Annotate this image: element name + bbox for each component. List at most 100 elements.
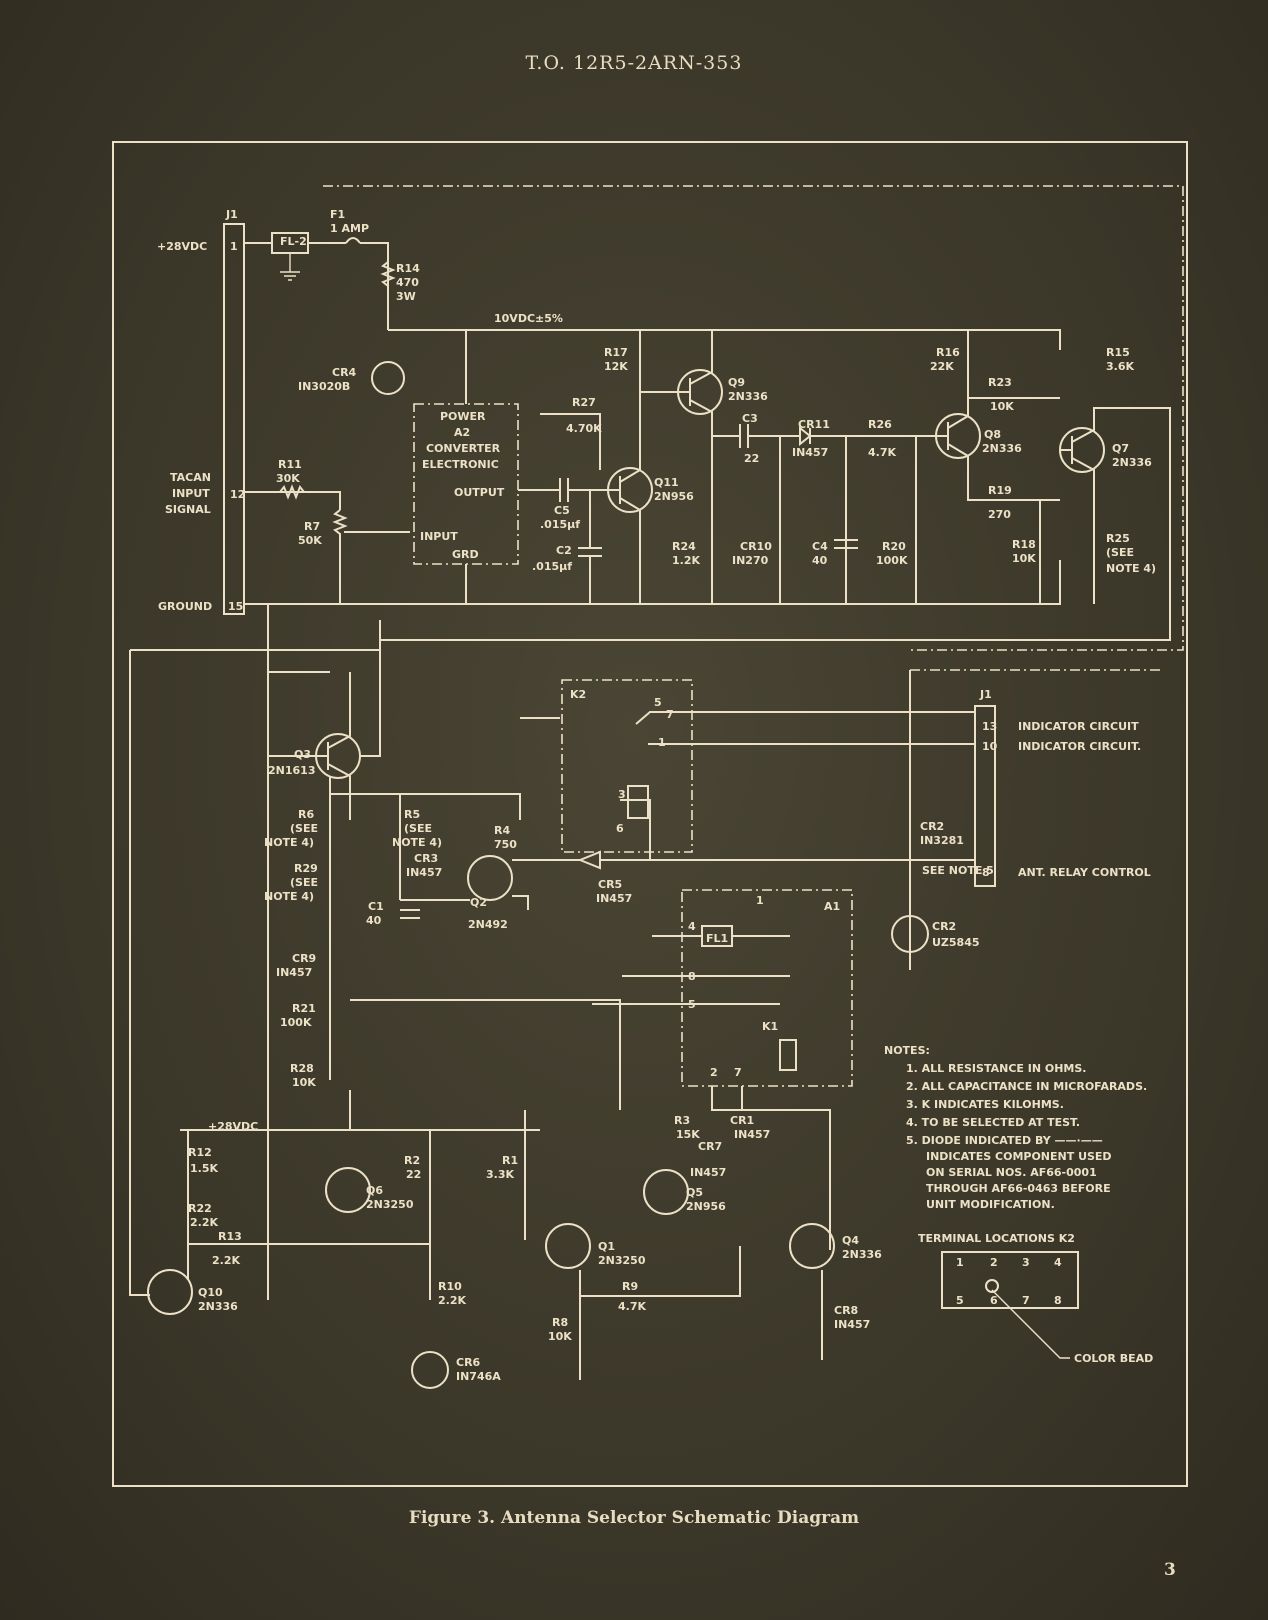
label-q1-value: 2N3250	[598, 1254, 646, 1267]
label-r21-value: 100K	[280, 1016, 312, 1029]
label-cr11: CR11	[798, 418, 830, 431]
label-cr1: CR1	[730, 1114, 754, 1127]
label-k2-6: 6	[616, 822, 624, 835]
label-a1-pin7: 7	[734, 1066, 742, 1079]
label-r5-value: (SEE	[404, 822, 432, 835]
upper-dashed-enclosure	[323, 185, 1184, 651]
label-r26: R26	[868, 418, 892, 431]
label-indicator-2: INDICATOR CIRCUIT.	[1018, 740, 1141, 753]
label-c2: C2	[556, 544, 572, 557]
label-k2-3: 3	[618, 788, 626, 801]
note-3: 3. K INDICATES KILOHMS.	[906, 1098, 1064, 1111]
label-conv-grd: GRD	[452, 548, 479, 561]
q2-transistor	[467, 855, 513, 901]
label-r24-value: 1.2K	[672, 554, 700, 567]
label-r22: R22	[188, 1202, 212, 1215]
note-5: 5. DIODE INDICATED BY ——·——	[906, 1134, 1103, 1147]
label-r25-value: (SEE	[1106, 546, 1134, 559]
label-r1: R1	[502, 1154, 518, 1167]
label-r6: R6	[298, 808, 314, 821]
note-5b: INDICATES COMPONENT USED	[926, 1150, 1112, 1163]
figure-caption: Figure 3. Antenna Selector Schematic Dia…	[408, 1508, 860, 1528]
label-q3: Q3	[294, 748, 311, 761]
ground-rail	[244, 560, 1061, 605]
label-r16-value: 22K	[930, 360, 954, 373]
label-f1-value: 1 AMP	[330, 222, 369, 235]
left-vertical-feed	[244, 603, 330, 1300]
label-j1-right: J1	[979, 688, 992, 701]
terminal-1: 1	[956, 1256, 964, 1269]
label-q11-value: 2N956	[654, 490, 694, 503]
label-fl1: FL1	[706, 932, 728, 945]
label-r6-extra: NOTE 4)	[264, 836, 314, 849]
label-r10-value: 2.2K	[438, 1294, 466, 1307]
note-4: 4. TO BE SELECTED AT TEST.	[906, 1116, 1080, 1129]
label-r29-extra: NOTE 4)	[264, 890, 314, 903]
label-r8-value: 10K	[548, 1330, 572, 1343]
label-q7: Q7	[1112, 442, 1129, 455]
label-r9: R9	[622, 1280, 638, 1293]
label-cr6: CR6	[456, 1356, 481, 1369]
c4-capacitor	[834, 539, 858, 549]
label-c3: C3	[742, 412, 758, 425]
label-conv-4: ELECTRONIC	[422, 458, 499, 471]
label-r10: R10	[438, 1280, 462, 1293]
terminal-3: 3	[1022, 1256, 1030, 1269]
lower-interconnect	[187, 1130, 823, 1380]
label-r23-value: 10K	[990, 400, 1014, 413]
color-bead-label: COLOR BEAD	[1074, 1352, 1153, 1365]
label-r12-value: 1.5K	[190, 1162, 218, 1175]
label-conv-input: INPUT	[420, 530, 458, 543]
label-pin-8: 8	[982, 866, 990, 879]
label-r26-value: 4.7K	[868, 446, 896, 459]
c5-capacitor	[559, 478, 569, 502]
label-k2-7: 7	[666, 708, 674, 721]
label-cr3-value: IN457	[406, 866, 442, 879]
label-r2-value: 22	[406, 1168, 421, 1181]
label-a1: A1	[824, 900, 840, 913]
page-number: 3	[1164, 1560, 1176, 1580]
label-tacan: TACAN	[170, 471, 211, 484]
q10-feed	[129, 620, 381, 1296]
label-cr4: CR4	[332, 366, 357, 379]
label-28vdc-lower: +28VDC	[208, 1120, 258, 1133]
q6-transistor	[325, 1167, 371, 1213]
label-c1: C1	[368, 900, 384, 913]
label-a1-pin5: 5	[688, 998, 696, 1011]
r7-potentiometer	[332, 509, 410, 604]
terminal-5: 5	[956, 1294, 964, 1307]
label-c4: C4	[812, 540, 828, 553]
q8-bias-lines	[968, 397, 1060, 604]
label-cr6-value: IN746A	[456, 1370, 501, 1383]
q11-leads	[610, 330, 641, 604]
note-5d: THROUGH AF66-0463 BEFORE	[926, 1182, 1111, 1195]
label-signal: SIGNAL	[165, 503, 211, 516]
label-ground: GROUND	[158, 600, 212, 613]
a1-assembly-box	[681, 889, 853, 1087]
notes-title: NOTES:	[884, 1044, 930, 1057]
label-r16: R16	[936, 346, 960, 359]
label-q1: Q1	[598, 1240, 615, 1253]
label-q8-value: 2N336	[982, 442, 1022, 455]
label-cr9: CR9	[292, 952, 316, 965]
label-cr5-value: IN457	[596, 892, 632, 905]
label-cr7-value: IN457	[690, 1166, 726, 1179]
terminal-4: 4	[1054, 1256, 1062, 1269]
note-2: 2. ALL CAPACITANCE IN MICROFARADS.	[906, 1080, 1147, 1093]
label-c5-value: .015µf	[540, 518, 580, 531]
label-f1: F1	[330, 208, 345, 221]
label-r13-value: 2.2K	[212, 1254, 240, 1267]
label-r18: R18	[1012, 538, 1036, 551]
q9-leads	[640, 330, 713, 604]
label-indicator-1: INDICATOR CIRCUIT	[1018, 720, 1139, 733]
label-cr3: CR3	[414, 852, 438, 865]
label-pin-12: 12	[230, 488, 245, 501]
label-q7-value: 2N336	[1112, 456, 1152, 469]
q4-transistor	[789, 1223, 835, 1269]
label-a1-pin2: 2	[710, 1066, 718, 1079]
label-pin-1: 1	[230, 240, 238, 253]
label-k2-1: 1	[658, 736, 666, 749]
label-q4: Q4	[842, 1234, 859, 1247]
label-cr2-b: CR2	[932, 920, 956, 933]
label-fl2: FL-2	[280, 235, 307, 248]
